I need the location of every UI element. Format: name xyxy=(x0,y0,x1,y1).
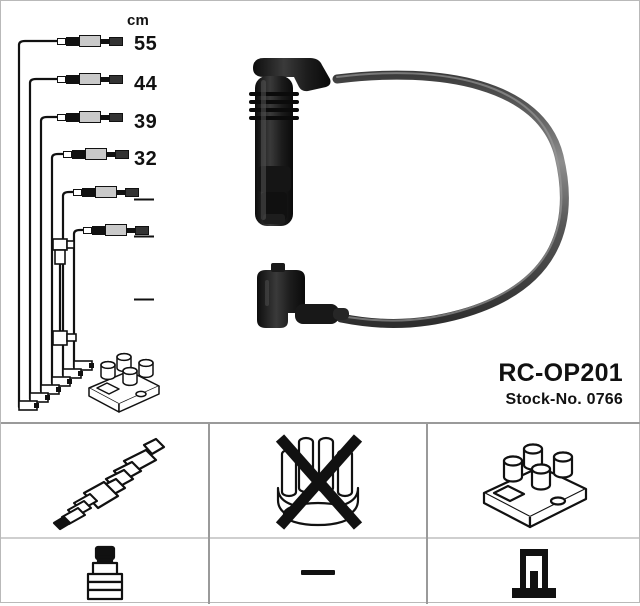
spark-plug-boot-cell xyxy=(1,537,208,606)
unit-header: cm xyxy=(127,12,150,29)
product-code: RC-OP201 xyxy=(498,359,623,387)
coil-terminal-cell xyxy=(428,537,639,606)
product-label: RC-OP201 Stock-No. 0766 xyxy=(323,359,623,409)
coil-pack-schematic-icon xyxy=(88,352,160,413)
application-panels xyxy=(1,422,640,604)
terminal-tip xyxy=(57,38,66,45)
terminal-neck xyxy=(107,152,115,157)
distributor-dash-cell xyxy=(210,537,426,606)
lead-length-1: 55 xyxy=(134,33,158,55)
spark-plug-icon xyxy=(52,437,165,530)
terminal-tip xyxy=(57,76,66,83)
distributor-cap-crossed-out-icon xyxy=(275,433,363,530)
terminal-collar xyxy=(66,75,79,84)
dash-mark xyxy=(301,570,335,575)
terminal-collar xyxy=(66,113,79,122)
coil-terminal-icon xyxy=(511,548,556,598)
terminal-collar xyxy=(66,37,79,46)
terminal-tip xyxy=(83,227,92,234)
terminal-body xyxy=(95,186,117,198)
terminal-end xyxy=(109,75,123,84)
ignition-coil-pack-icon xyxy=(482,442,587,528)
harness-coil-terminals xyxy=(18,360,94,411)
spark-plug-boot xyxy=(249,58,331,226)
terminal-body xyxy=(79,35,101,47)
terminal-body xyxy=(79,111,101,123)
terminal-end xyxy=(109,113,123,122)
terminal-neck xyxy=(101,77,109,82)
short-lead-schematic xyxy=(52,238,77,346)
terminal-neck xyxy=(101,39,109,44)
terminal-neck xyxy=(101,115,109,120)
lead-length-2: 44 xyxy=(134,73,158,95)
terminal-tip xyxy=(57,114,66,121)
spark-plug-panel xyxy=(1,424,208,604)
terminal-neck xyxy=(117,190,125,195)
ignition-cable-photo xyxy=(249,58,569,328)
distributor-panel xyxy=(208,424,426,604)
terminal-body xyxy=(85,148,107,160)
coil-panel xyxy=(426,424,639,604)
terminal-end xyxy=(135,226,149,235)
terminal-collar xyxy=(72,150,85,159)
terminal-collar xyxy=(92,226,105,235)
terminal-end xyxy=(115,150,129,159)
lead-length-7: — xyxy=(134,288,155,310)
terminal-tip xyxy=(63,151,72,158)
coil-connector xyxy=(257,263,349,328)
terminal-collar xyxy=(82,188,95,197)
distributor-cap-cell xyxy=(210,424,426,537)
spark-plug-cell xyxy=(1,424,208,537)
terminal-neck xyxy=(127,228,135,233)
terminal-tip xyxy=(73,189,82,196)
upper-diagram: cm 55 44 39 32 — — — xyxy=(1,1,640,421)
terminal-end xyxy=(109,37,123,46)
lead-length-3: 39 xyxy=(134,111,158,133)
coil-pack-cell xyxy=(428,424,639,537)
spark-plug-boot-icon xyxy=(86,545,123,600)
terminal-end xyxy=(125,188,139,197)
cable-harness-schematic xyxy=(17,39,94,411)
lead-length-5: — xyxy=(134,188,155,210)
lead-length-4: 32 xyxy=(134,148,158,170)
terminal-body xyxy=(105,224,127,236)
stock-number: Stock-No. 0766 xyxy=(505,391,623,408)
terminal-body xyxy=(79,73,101,85)
